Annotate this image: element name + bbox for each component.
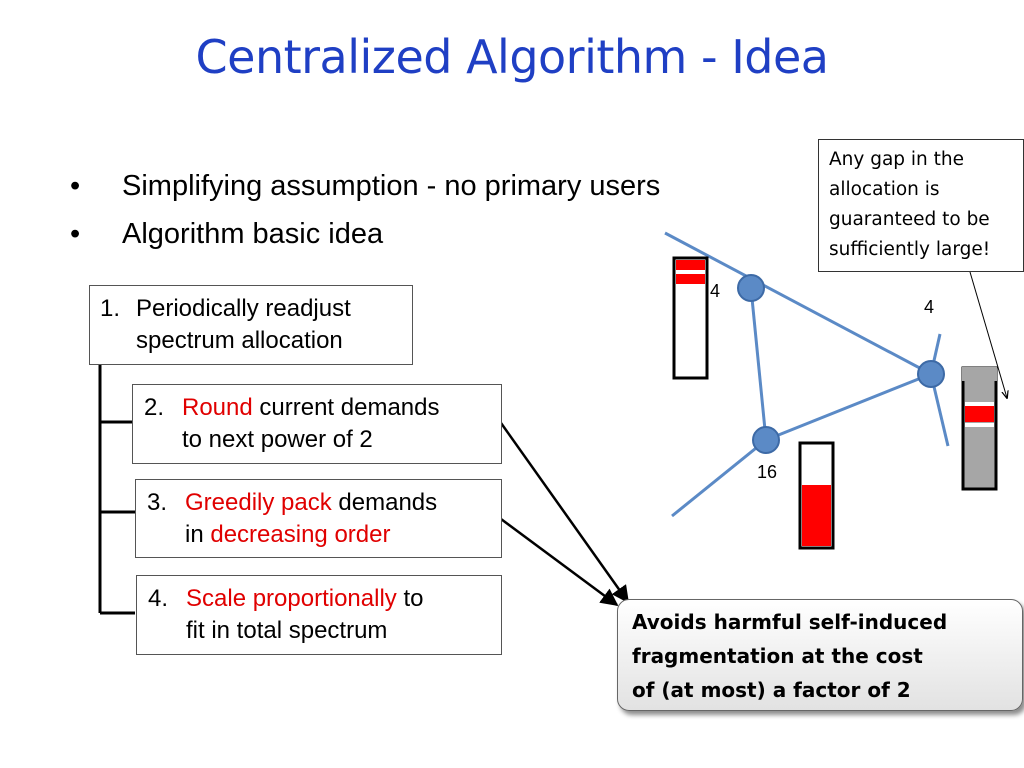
bullet-list: • Simplifying assumption - no primary use… — [70, 162, 660, 258]
step-text: Periodically readjust — [136, 295, 351, 322]
step-highlight: Scale proportionally — [186, 585, 397, 612]
step-highlight: Round — [182, 394, 253, 421]
step-text: in — [185, 521, 211, 548]
step-text: demands — [331, 489, 438, 516]
callout-line: allocation is — [829, 179, 940, 200]
gap-line — [965, 402, 994, 406]
step-text: fit in total spectrum — [186, 617, 388, 644]
callout-line: Any gap in the — [829, 149, 965, 170]
result-box: Avoids harmful self-induced fragmentatio… — [617, 599, 1023, 711]
edge — [765, 372, 932, 442]
callout-line: sufficiently large! — [829, 239, 991, 260]
step-number: 3. — [147, 489, 168, 516]
gap-line — [965, 423, 994, 427]
step-2-box: 2. Round current demands to next power of… — [132, 384, 502, 464]
arrow-pack-to-result — [500, 517, 619, 607]
callout-pointer — [969, 271, 1007, 398]
allocation-block — [965, 406, 994, 422]
node-label: 4 — [710, 281, 721, 301]
bullet-item: • Algorithm basic idea — [70, 210, 660, 258]
allocation-block — [802, 485, 831, 546]
bullet-text: Simplifying assumption - no primary user… — [122, 170, 661, 202]
step-highlight: decreasing order — [210, 521, 391, 548]
edge — [671, 438, 767, 518]
edge — [749, 287, 768, 441]
bullet-text: Algorithm basic idea — [122, 218, 384, 250]
graph-node — [752, 426, 780, 454]
result-line: of (at most) a factor of 2 — [632, 678, 911, 702]
spectrum-bar-right — [961, 366, 998, 491]
step-text: current demands — [252, 394, 440, 421]
graph-nodes — [737, 274, 945, 454]
bullet-symbol: • — [70, 218, 81, 250]
step-highlight: Greedily pack — [185, 489, 332, 516]
slide-title: Centralized Algorithm - Idea — [195, 30, 829, 84]
bar-frame — [961, 366, 998, 491]
graph-node — [917, 360, 945, 388]
step-bracket — [98, 362, 135, 615]
arrow-round-to-result — [499, 422, 630, 604]
callout-line: guaranteed to be — [829, 209, 990, 230]
step-number: 2. — [144, 394, 165, 421]
node-label: 4 — [924, 297, 935, 317]
allocation-block — [676, 274, 705, 284]
gap-guarantee-callout: Any gap in the allocation is guaranteed … — [818, 139, 1024, 272]
step-3-box: 3. Greedily pack demands in decreasing or… — [135, 479, 502, 558]
step-4-box: 4. Scale proportionally to fit in total s… — [136, 575, 502, 655]
step-number: 4. — [148, 585, 169, 612]
step-text: to next power of 2 — [182, 426, 373, 453]
step-text: spectrum allocation — [136, 327, 343, 354]
spectrum-bar-bottom — [798, 441, 835, 550]
bullet-item: • Simplifying assumption - no primary use… — [70, 162, 660, 210]
graph-node — [737, 274, 765, 302]
result-line: Avoids harmful self-induced — [632, 610, 948, 634]
bar-top-gray — [962, 367, 997, 381]
node-label: 16 — [757, 462, 778, 482]
step-number: 1. — [100, 295, 121, 322]
allocation-block — [676, 260, 705, 270]
step-1-box: 1. Periodically readjust spectrum allocat… — [89, 285, 413, 365]
result-line: fragmentation at the cost — [632, 644, 923, 668]
spectrum-bar-left — [672, 256, 709, 380]
edge — [664, 231, 932, 376]
bullet-symbol: • — [70, 170, 81, 202]
step-text: to — [396, 585, 424, 612]
